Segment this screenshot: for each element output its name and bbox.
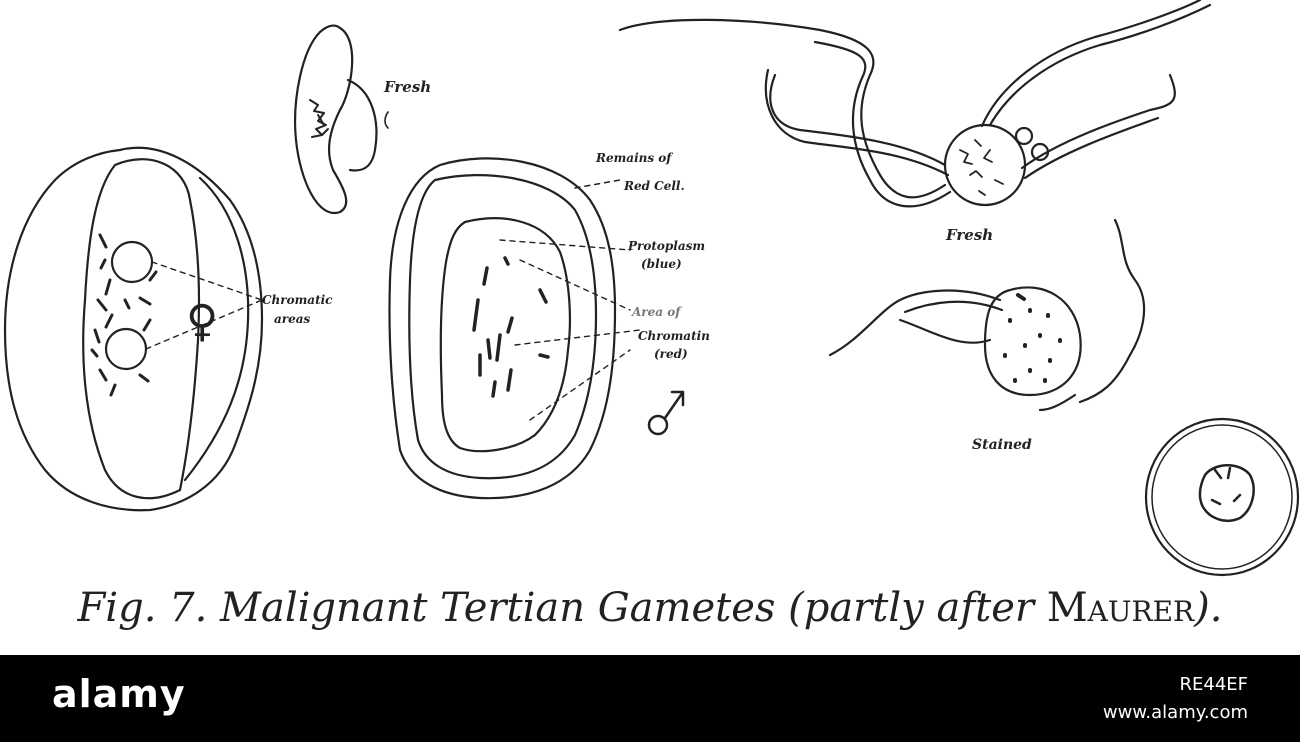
fresh-cell-granules: [309, 99, 329, 138]
site-url: www.alamy.com: [1102, 702, 1248, 723]
flagellated-cell-granules: [959, 139, 1004, 196]
flagellated-cell-body: [943, 123, 1027, 207]
label-chromatin-1: Chromatin: [638, 329, 710, 343]
ring-cell-nucleus: [1198, 464, 1255, 522]
male-gamete-drawing: [388, 157, 641, 500]
leader-chromatin: [514, 329, 641, 346]
leader-area-lower: [529, 349, 631, 421]
male-protoplasm: [439, 217, 571, 453]
leader-remains: [574, 179, 621, 189]
label-stained: Stained: [972, 437, 1032, 453]
label-chromatic-2: areas: [274, 312, 311, 326]
figure-plate: Fresh Remains of Red Cell. Protoplasm (b…: [0, 0, 1300, 631]
stock-banner: [0, 655, 1300, 742]
label-remains-2: Red Cell.: [624, 179, 685, 193]
leader-protoplasm: [499, 239, 631, 251]
ring-cell-outer: [1144, 417, 1300, 577]
male-symbol-circle: [647, 414, 669, 436]
alamy-logo: alamy: [52, 672, 186, 716]
label-protoplasm-2: (blue): [641, 257, 682, 271]
label-remains-1: Remains of: [596, 151, 672, 165]
caption-author: Maurer: [1046, 585, 1195, 631]
flagellum-2: [988, 3, 1212, 127]
flagellum-2b: [980, 0, 1202, 128]
stained-outer-flagellum: [1078, 218, 1146, 404]
stained-flagellum-2: [898, 318, 992, 344]
stained-cell-dots: [1003, 293, 1062, 383]
ring-cell-inner: [1151, 424, 1293, 570]
fresh-red-cell-drawing: [294, 24, 389, 215]
female-inner-cell: [82, 158, 201, 500]
caption-suffix: ).: [1194, 585, 1223, 631]
stained-cell-body: [983, 286, 1082, 397]
label-fresh-right: Fresh: [946, 226, 994, 244]
chromatic-area-upper: [110, 240, 154, 284]
ring-cell-drawing: [1144, 417, 1300, 577]
figure-caption: Fig. 7. Malignant Tertian Gametes (partl…: [0, 585, 1300, 631]
flagellum-4b: [1023, 116, 1160, 180]
stained-flagellum-1b: [903, 300, 1004, 314]
fresh-cell-crescent: [346, 78, 378, 172]
image-id: RE44EF: [1179, 674, 1248, 695]
leader-area: [519, 259, 631, 311]
flagellum-3b: [813, 40, 952, 208]
leader-chromatic-lower: [145, 299, 263, 350]
stained-cell-drawing: [828, 218, 1146, 412]
stained-outer-flagellum-b: [1038, 393, 1077, 412]
male-symbol-arrow: [663, 390, 685, 420]
female-outer-membrane: [3, 146, 264, 512]
flagellum-1b: [764, 68, 950, 177]
label-area-of: Area of: [632, 305, 681, 319]
flagellum-3: [618, 18, 947, 199]
flagellated-cell-drawing: [618, 0, 1212, 208]
flagellum-4: [1020, 73, 1176, 170]
female-crescent-curve: [183, 176, 250, 482]
male-symbol-drawing: [647, 390, 685, 436]
label-chromatin-2: (red): [654, 347, 688, 361]
fresh-cell-outline: [294, 24, 354, 215]
leader-chromatic-upper: [151, 261, 263, 301]
label-chromatic-1: Chromatic: [262, 293, 333, 307]
vacuole-1: [1014, 126, 1034, 146]
flagellum-1: [769, 73, 947, 167]
caption-prefix: Fig. 7. Malignant Tertian Gametes (partl…: [77, 585, 1047, 631]
male-remains-red-cell: [408, 174, 598, 480]
female-pigment-granules: [90, 233, 158, 397]
male-outer-boundary: [388, 157, 617, 500]
drawing: [3, 0, 1300, 577]
stained-flagellum-1: [828, 289, 1002, 357]
chromatic-area-lower: [104, 327, 148, 371]
male-chromatin-granules: [472, 256, 550, 398]
female-gamete-drawing: [3, 146, 264, 512]
label-fresh-top: Fresh: [384, 78, 432, 96]
label-protoplasm-1: Protoplasm: [628, 239, 706, 253]
female-symbol: ♀: [186, 296, 219, 347]
fresh-mark: [384, 111, 389, 129]
